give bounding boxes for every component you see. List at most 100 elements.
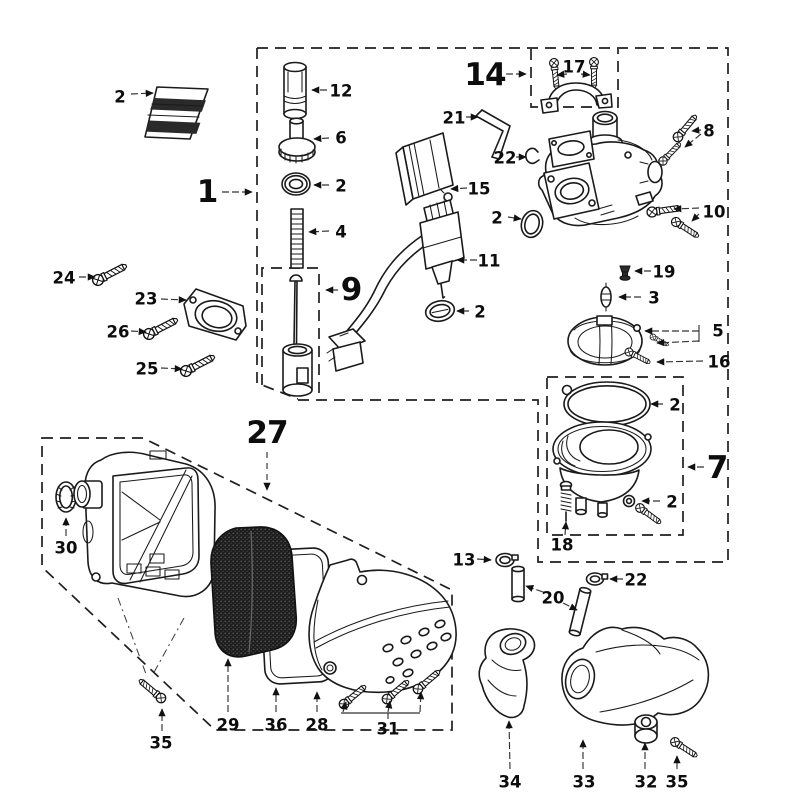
part-number-label-14: 14 [464, 57, 506, 93]
callout-14-11: 14 [464, 57, 527, 93]
main-group-boundary [256, 47, 729, 563]
callout-leader-arrow [561, 521, 570, 536]
choke-unit-part-11 [326, 199, 465, 372]
callout-leader-arrow [691, 126, 702, 134]
callout-2-18: 2 [491, 209, 522, 228]
part-number-label-22: 22 [494, 149, 517, 168]
part-number-label-2: 2 [114, 88, 125, 107]
part-number-label-16: 16 [708, 353, 731, 372]
callout-19-21: 19 [634, 263, 676, 282]
spring-part-4 [290, 208, 304, 269]
carburetor-body [537, 110, 663, 227]
callout-28-37: 28 [306, 691, 329, 735]
part-number-label-4: 4 [335, 223, 346, 242]
callout-leader-arrow [656, 339, 700, 347]
duct-block-part-15 [395, 132, 454, 206]
group-box-7 [546, 376, 684, 536]
screw-part-17a [548, 57, 562, 90]
callout-15-15: 15 [450, 180, 491, 199]
group-box-14 [530, 49, 619, 108]
needle-valve-part-3 [600, 282, 612, 312]
screw-part-10a [645, 202, 683, 219]
oring-part-2-choke [424, 299, 456, 323]
part-number-label-9: 9 [341, 272, 362, 308]
foam-filter-part-29 [210, 526, 298, 658]
part-number-label-8: 8 [703, 122, 714, 141]
part-number-label-34: 34 [499, 773, 522, 792]
part-number-label-20: 20 [542, 589, 565, 608]
callout-11-19: 11 [456, 252, 501, 271]
float-pin-part-5 [648, 332, 671, 349]
group-box-27 [41, 437, 453, 731]
callout-leader-arrow [385, 700, 393, 713]
part-number-label-24: 24 [53, 269, 76, 288]
tube-part-20a [511, 565, 525, 603]
screw-part-24 [90, 260, 130, 288]
callout-4-4: 4 [308, 223, 347, 242]
bowl-gasket-part-2 [561, 381, 651, 427]
drain-oring-part-2 [622, 494, 636, 508]
clip-part-22b [585, 572, 609, 586]
part-number-label-17: 17 [563, 58, 586, 77]
airbox-housing-part-27 [73, 450, 216, 598]
callout-36-36: 36 [265, 687, 287, 735]
callout-leader-arrow [673, 205, 700, 213]
part-number-label-5: 5 [712, 322, 723, 341]
callout-22-31: 22 [609, 571, 647, 590]
callout-2-20: 2 [456, 303, 486, 322]
part-number-label-30: 30 [55, 539, 78, 558]
part-number-label-7: 7 [707, 450, 728, 486]
part-number-label-13: 13 [453, 551, 476, 570]
callout-13-29: 13 [453, 551, 492, 570]
washer-part-2 [281, 172, 311, 196]
callout-34-39: 34 [499, 720, 522, 792]
part-number-label-2: 2 [491, 209, 502, 228]
jet-screw-part-7 [633, 501, 664, 527]
gasket-sheet-part-2 [144, 86, 209, 140]
callout-7-26: 7 [687, 450, 728, 486]
group-boundaries [41, 47, 729, 731]
callout-leader-arrow [417, 691, 425, 713]
intake-funnel-part-34 [478, 628, 536, 719]
part-number-label-21: 21 [443, 109, 466, 128]
callout-35-34: 35 [150, 708, 172, 753]
callout-33-40: 33 [573, 739, 595, 792]
screw-part-26 [141, 314, 181, 342]
callout-12-1: 12 [311, 82, 353, 101]
plug-part-19 [619, 265, 631, 281]
clip-part-22a [525, 147, 540, 165]
callout-6-2: 6 [313, 129, 347, 148]
part-number-label-11: 11 [478, 252, 501, 271]
callout-leader-arrow [476, 555, 492, 564]
manifold-flange-part-23 [183, 288, 247, 341]
callout-leader-arrow [691, 213, 700, 222]
part-number-label-1: 1 [197, 174, 218, 210]
part-number-label-19: 19 [653, 263, 676, 282]
callout-leader-arrow [507, 214, 522, 222]
screw-part-8b [656, 139, 684, 168]
callout-8-16: 8 [684, 122, 715, 148]
part-number-label-6: 6 [335, 129, 346, 148]
callout-30-32: 30 [55, 517, 78, 558]
part-number-label-31: 31 [377, 720, 400, 739]
part-number-label-28: 28 [306, 716, 329, 735]
part-number-label-10: 10 [703, 203, 726, 222]
screw-part-17b [588, 56, 600, 89]
callout-31-38: 31 [340, 691, 425, 739]
callout-leader-arrow [556, 70, 568, 78]
callout-leader-arrow [160, 365, 183, 373]
bushing-part-32 [634, 714, 658, 744]
callout-leader-arrow [505, 720, 513, 770]
callout-3-22: 3 [618, 289, 660, 308]
callout-23-7: 23 [135, 290, 187, 309]
airbox-cover-part-28 [308, 558, 457, 694]
part-number-label-2: 2 [474, 303, 485, 322]
callout-leader-arrow [340, 701, 348, 713]
part-number-label-12: 12 [330, 82, 353, 101]
part-number-label-15: 15 [468, 180, 491, 199]
callout-leader-arrow [160, 296, 187, 304]
callout-29-35: 29 [217, 658, 239, 735]
